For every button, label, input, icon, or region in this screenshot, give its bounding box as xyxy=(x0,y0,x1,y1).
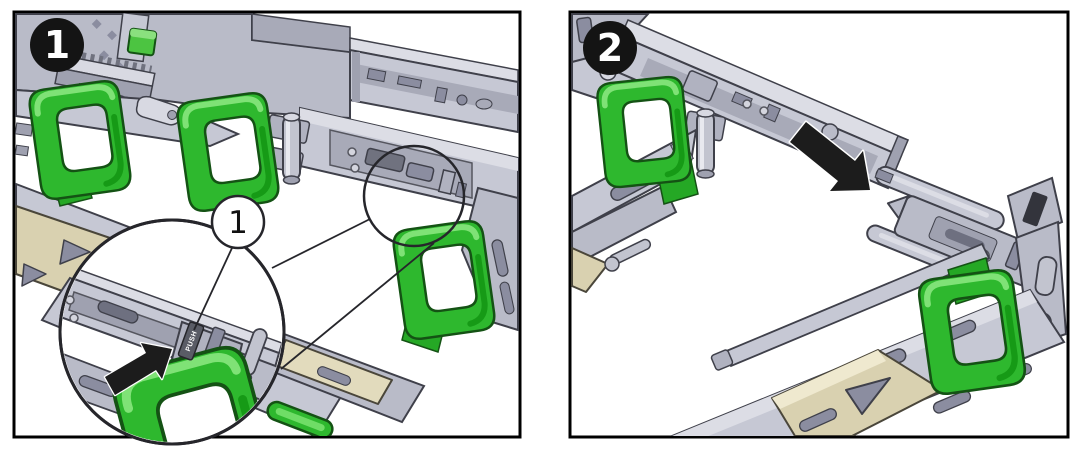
cma-arm-plate xyxy=(571,247,609,293)
push-tab: PUSH xyxy=(177,321,205,361)
push-arrow-icon xyxy=(103,341,174,397)
callout-label: 1 xyxy=(228,205,248,241)
removal-arrow-icon xyxy=(788,120,872,193)
callout-circle: 1 xyxy=(210,194,266,250)
callout-leader-line xyxy=(193,247,233,331)
magnifier-link-line xyxy=(271,218,371,269)
green-release-block xyxy=(126,27,158,57)
step-badge-2: 2 xyxy=(583,21,637,75)
step-number: 2 xyxy=(597,26,623,70)
highlight-circle xyxy=(362,144,466,248)
panel-1: PUSH 1 1 xyxy=(12,10,522,446)
velcro-strap-edge xyxy=(266,400,334,436)
step-badge-1: 1 xyxy=(30,18,84,72)
step-number: 1 xyxy=(44,23,70,67)
panel-2: 2 xyxy=(568,10,1070,439)
magnifier-link-line xyxy=(280,242,435,370)
top-rack-rail xyxy=(349,37,519,134)
